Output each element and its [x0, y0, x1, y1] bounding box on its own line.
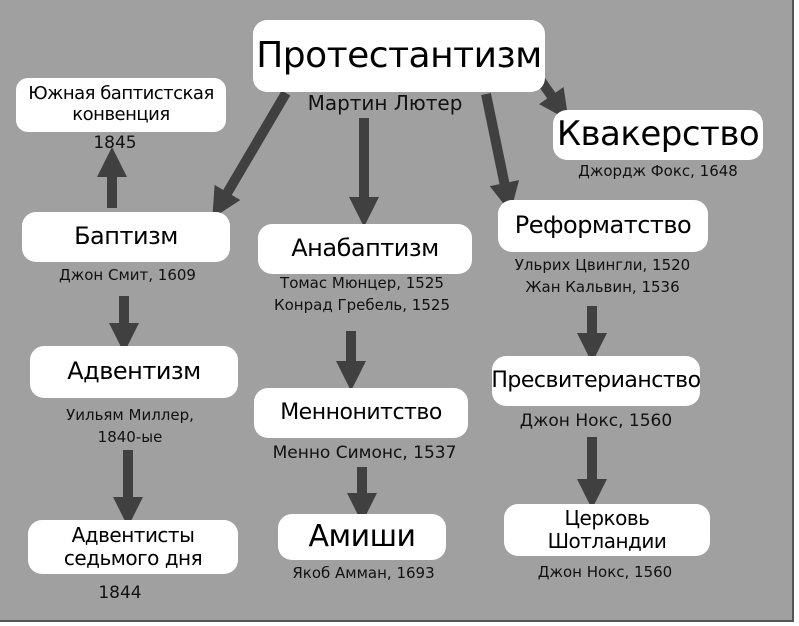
- node-presbyterianism-info: Джон Нокс, 1560: [506, 410, 686, 432]
- node-adventism-title: Адвентизм: [67, 357, 201, 386]
- node-church-scotland-title: Церковь Шотландии: [547, 506, 667, 553]
- node-protestantism-info: Мартин Лютер: [290, 92, 480, 114]
- arrow-protestantism-to-reformed: [481, 92, 520, 213]
- node-sda-title: Адвентисты седьмого дня: [63, 523, 203, 570]
- node-reformed-line-2: Жан Кальвин, 1536: [525, 278, 680, 296]
- arrow-protestantism-to-baptism: [212, 90, 291, 219]
- node-amish-title: Амиши: [308, 518, 416, 554]
- node-protestantism-line-1: Мартин Лютер: [307, 91, 463, 115]
- node-baptism-info: Джон Смит, 1609: [40, 264, 215, 286]
- node-baptism-line-1: Джон Смит, 1609: [59, 266, 196, 284]
- node-adventism-line-1: Уильям Миллер,: [66, 406, 194, 424]
- node-anabaptism-title: Анабаптизм: [291, 234, 439, 263]
- node-reformed-info: Ульрих Цвингли, 1520 Жан Кальвин, 1536: [500, 254, 705, 298]
- node-amish-line-1: Якоб Амман, 1693: [292, 564, 435, 582]
- node-mennonites-line-1: Менно Симонс, 1537: [272, 443, 457, 463]
- node-reformed: Реформатство: [498, 200, 708, 252]
- node-southern-baptist-title: Южная баптистская конвенция: [28, 83, 214, 125]
- node-quakers: Квакерство: [553, 110, 763, 160]
- node-baptism-title: Баптизм: [74, 222, 178, 251]
- node-church-scotland: Церковь Шотландии: [504, 504, 710, 556]
- node-reformed-title: Реформатство: [514, 211, 692, 240]
- node-anabaptism-line-1: Томас Мюнцер, 1525: [280, 274, 444, 292]
- node-anabaptism-info: Томас Мюнцер, 1525 Конрад Гребель, 1525: [262, 272, 462, 316]
- node-amish-info: Якоб Амман, 1693: [276, 562, 451, 584]
- node-quakers-title: Квакерство: [556, 114, 760, 155]
- node-southern-baptist: Южная баптистская конвенция: [16, 78, 226, 132]
- node-presbyterianism-title: Пресвитерианство: [491, 368, 701, 394]
- node-mennonites-title: Меннонитство: [280, 400, 442, 426]
- node-mennonites: Меннонитство: [254, 388, 468, 438]
- node-southern-baptist-info: 1845: [60, 132, 170, 154]
- node-adventism: Адвентизм: [30, 346, 238, 398]
- node-protestantism-title: Протестантизм: [256, 35, 542, 77]
- node-sda-line-1: 1844: [98, 583, 142, 603]
- node-adventism-line-2: 1840-ые: [97, 428, 163, 446]
- node-anabaptism: Анабаптизм: [258, 224, 472, 274]
- node-church-scotland-line-1: Джон Нокс, 1560: [537, 563, 673, 581]
- node-protestantism: Протестантизм: [253, 20, 545, 92]
- node-quakers-line-1: Джордж Фокс, 1648: [578, 162, 738, 180]
- node-adventism-info: Уильям Миллер, 1840-ые: [50, 404, 210, 448]
- node-presbyterianism-line-1: Джон Нокс, 1560: [519, 411, 673, 431]
- node-sda: Адвентисты седьмого дня: [28, 520, 238, 574]
- node-amish: Амиши: [278, 514, 446, 560]
- node-presbyterianism: Пресвитерианство: [491, 356, 701, 406]
- node-southern-baptist-line-1: 1845: [93, 133, 137, 153]
- node-sda-info: 1844: [70, 582, 170, 604]
- node-reformed-line-1: Ульрих Цвингли, 1520: [514, 256, 691, 274]
- node-baptism: Баптизм: [22, 212, 230, 262]
- node-church-scotland-info: Джон Нокс, 1560: [520, 561, 690, 583]
- node-anabaptism-line-2: Конрад Гребель, 1525: [273, 296, 450, 314]
- node-mennonites-info: Менно Симонс, 1537: [262, 442, 467, 464]
- node-quakers-info: Джордж Фокс, 1648: [568, 160, 748, 182]
